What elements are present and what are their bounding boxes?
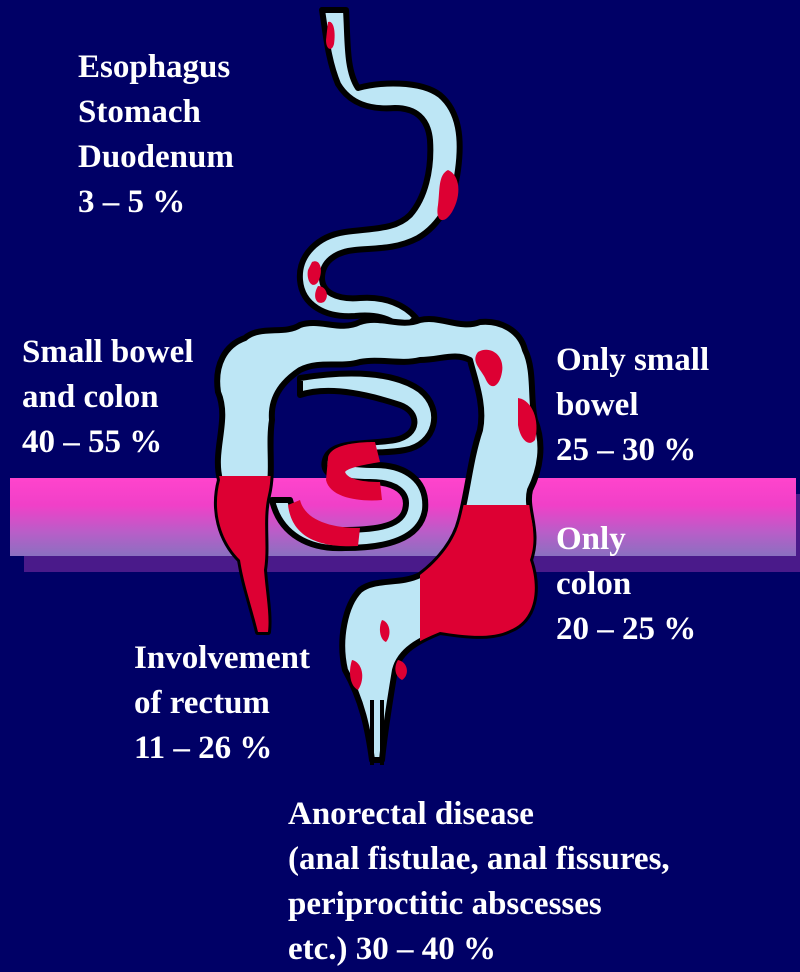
stomach-shape [300, 10, 460, 330]
label-anorectal-line-3: periproctitic abscesses [288, 882, 670, 927]
label-oc-line-2: colon [556, 562, 696, 607]
lesion-rectum-3 [395, 660, 407, 680]
label-osb-line-2: bowel [556, 383, 709, 428]
lesion-descending-sigmoid [420, 520, 550, 650]
label-upper-gi: Esophagus Stomach Duodenum 3 – 5 % [78, 45, 234, 225]
label-upper-gi-line-3: Duodenum [78, 135, 234, 180]
label-osb-line-3: 25 – 30 % [556, 428, 709, 473]
label-anorectal-line-1: Anorectal disease [288, 792, 670, 837]
label-sbc-line-2: and colon [22, 375, 193, 420]
label-sbc-line-1: Small bowel [22, 330, 193, 375]
label-oc-line-1: Only [556, 517, 696, 562]
label-oc-line-3: 20 – 25 % [556, 607, 696, 652]
label-osb-line-1: Only small [556, 338, 709, 383]
label-anorectal-line-4: etc.) 30 – 40 % [288, 927, 670, 972]
label-sbc-line-3: 40 – 55 % [22, 420, 193, 465]
label-small-bowel-and-colon: Small bowel and colon 40 – 55 % [22, 330, 193, 465]
label-upper-gi-line-4: 3 – 5 % [78, 180, 234, 225]
label-only-colon: Only colon 20 – 25 % [556, 517, 696, 652]
label-rectum-line-3: 11 – 26 % [134, 726, 310, 771]
label-rectum-line-1: Involvement [134, 636, 310, 681]
label-rectum: Involvement of rectum 11 – 26 % [134, 636, 310, 771]
label-only-small-bowel: Only small bowel 25 – 30 % [556, 338, 709, 473]
label-upper-gi-line-1: Esophagus [78, 45, 234, 90]
label-rectum-line-2: of rectum [134, 681, 310, 726]
label-anorectal-line-2: (anal fistulae, anal fissures, [288, 837, 670, 882]
label-anorectal: Anorectal disease (anal fistulae, anal f… [288, 792, 670, 972]
label-upper-gi-line-2: Stomach [78, 90, 234, 135]
